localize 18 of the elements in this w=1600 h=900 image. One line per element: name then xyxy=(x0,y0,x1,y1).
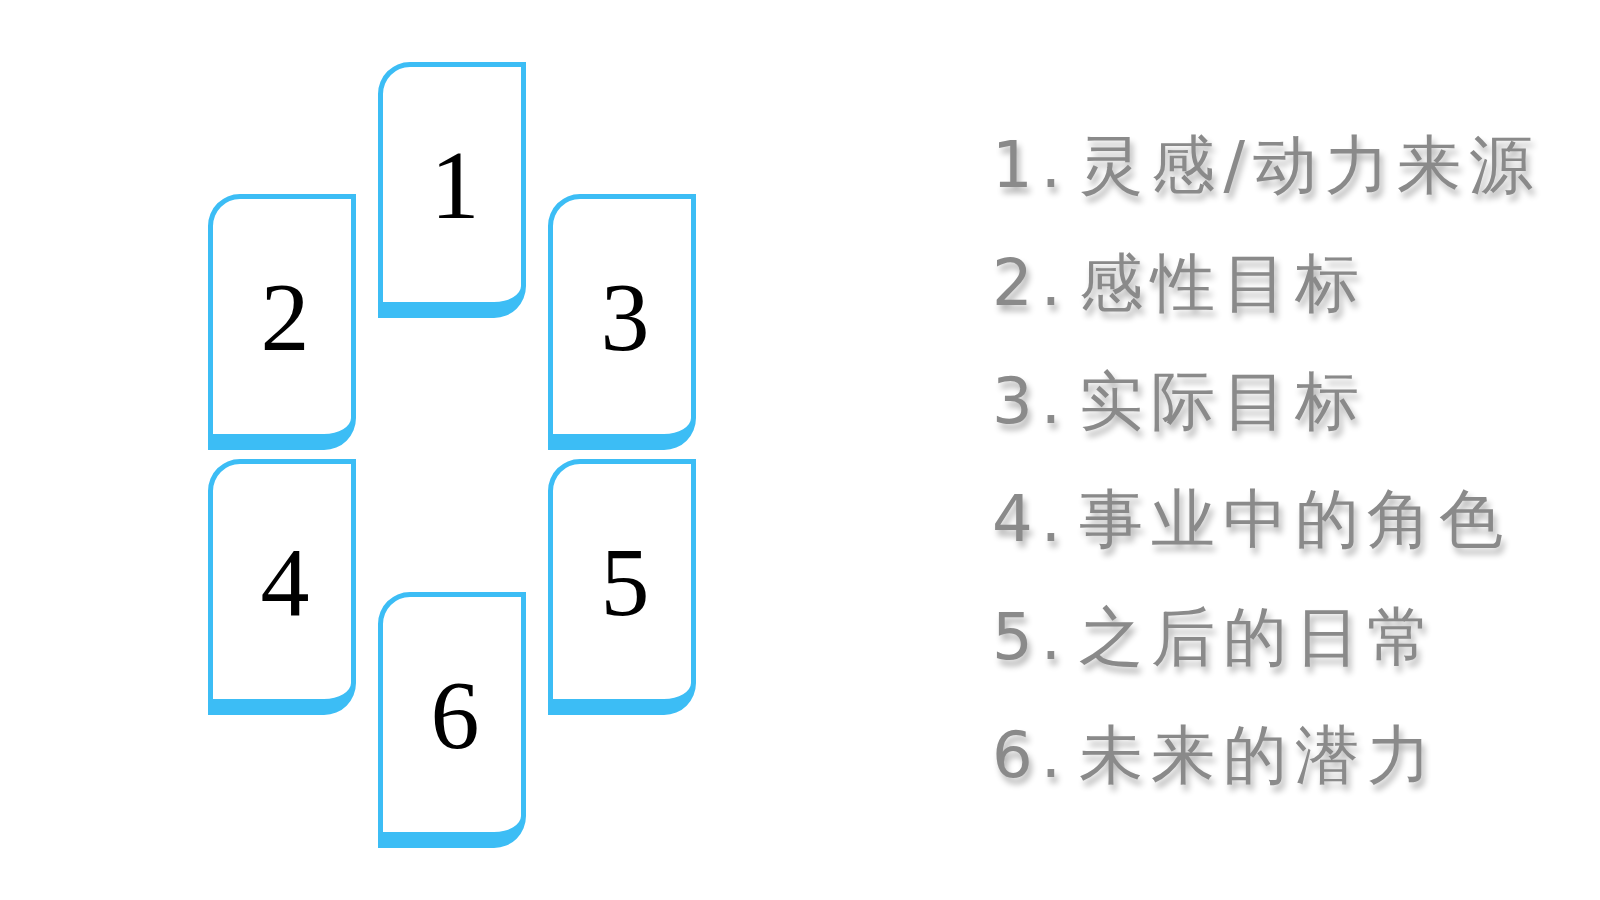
card-number: 2 xyxy=(260,267,310,366)
list-item-text: 5. 之后的日常 xyxy=(992,598,1441,676)
list-item-text: 4. 事业中的角色 xyxy=(992,480,1513,558)
card-number: 4 xyxy=(260,532,310,631)
card-number: 5 xyxy=(600,532,650,631)
list-item-text: 3. 实际目标 xyxy=(992,362,1369,440)
numbered-card xyxy=(548,459,696,715)
numbered-card xyxy=(378,592,526,848)
list-item-text: 1. 灵感/动力来源 xyxy=(992,126,1541,204)
card-number: 3 xyxy=(600,267,650,366)
numbered-card xyxy=(548,194,696,450)
card-number: 6 xyxy=(430,665,480,764)
numbered-card xyxy=(208,459,356,715)
card-number: 1 xyxy=(430,135,480,234)
numbered-card xyxy=(208,194,356,450)
list-item-text: 6. 未来的潜力 xyxy=(992,716,1441,794)
list-item-text: 2. 感性目标 xyxy=(992,244,1369,322)
numbered-card xyxy=(378,62,526,318)
